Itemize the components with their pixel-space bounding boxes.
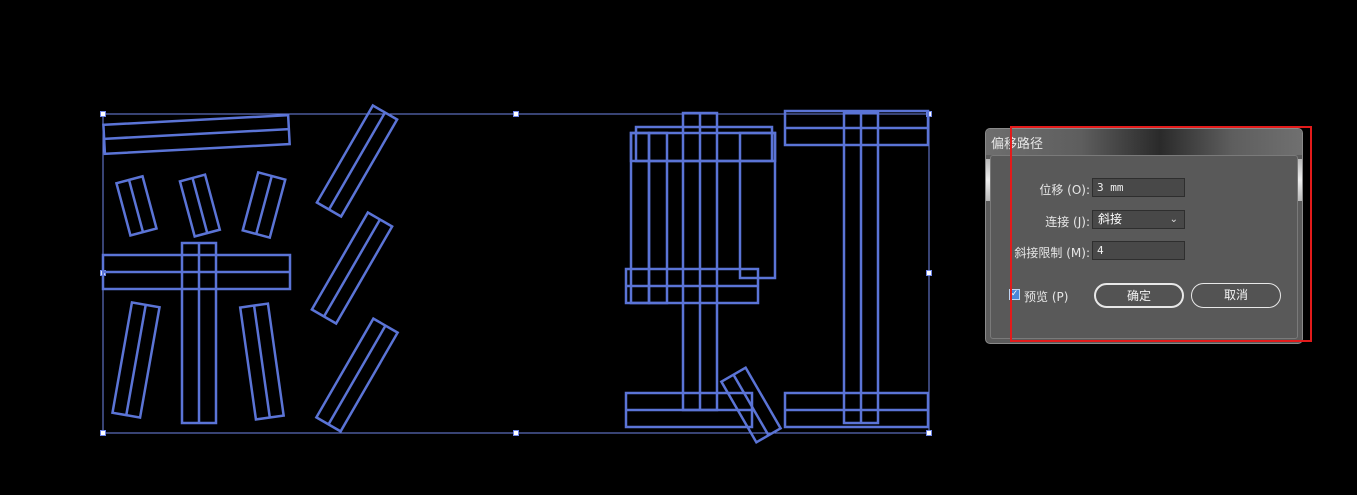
joins-select-value: 斜接 bbox=[1098, 212, 1123, 226]
offset-input[interactable]: 3 mm bbox=[1092, 178, 1185, 197]
dialog-titlebar[interactable]: 偏移路径 bbox=[986, 129, 1302, 155]
dialog-title: 偏移路径 bbox=[991, 137, 1044, 152]
handle-top-center[interactable] bbox=[513, 111, 519, 117]
check-icon: ✓ bbox=[1010, 289, 1019, 299]
cancel-button[interactable]: 取消 bbox=[1191, 283, 1281, 308]
ok-button[interactable]: 确定 bbox=[1094, 283, 1184, 308]
miter-limit-input[interactable]: 4 bbox=[1092, 241, 1185, 260]
offset-label: 位移 (O): bbox=[1039, 183, 1090, 197]
dialog-edge-left bbox=[986, 159, 990, 201]
selection-bounds[interactable] bbox=[102, 113, 930, 434]
selection-handles[interactable] bbox=[100, 111, 932, 436]
joins-select[interactable]: 斜接 ⌄ bbox=[1092, 210, 1185, 229]
glyph-left-paths bbox=[101, 103, 400, 434]
miter-limit-label: 斜接限制 (M): bbox=[1014, 246, 1090, 260]
handle-bottom-left[interactable] bbox=[100, 430, 106, 436]
dialog-edge-right bbox=[1298, 159, 1302, 201]
handle-bottom-right[interactable] bbox=[926, 430, 932, 436]
glyph-right-paths bbox=[624, 109, 930, 445]
preview-checkbox[interactable]: ✓ bbox=[1009, 289, 1020, 300]
offset-path-dialog: 偏移路径 bbox=[985, 128, 1303, 344]
handle-middle-right[interactable] bbox=[926, 270, 932, 276]
handle-bottom-center[interactable] bbox=[513, 430, 519, 436]
joins-label: 连接 (J): bbox=[1045, 215, 1090, 229]
preview-label[interactable]: 预览 (P) bbox=[1024, 290, 1069, 304]
handle-top-left[interactable] bbox=[100, 111, 106, 117]
chevron-down-icon: ⌄ bbox=[1169, 214, 1178, 225]
